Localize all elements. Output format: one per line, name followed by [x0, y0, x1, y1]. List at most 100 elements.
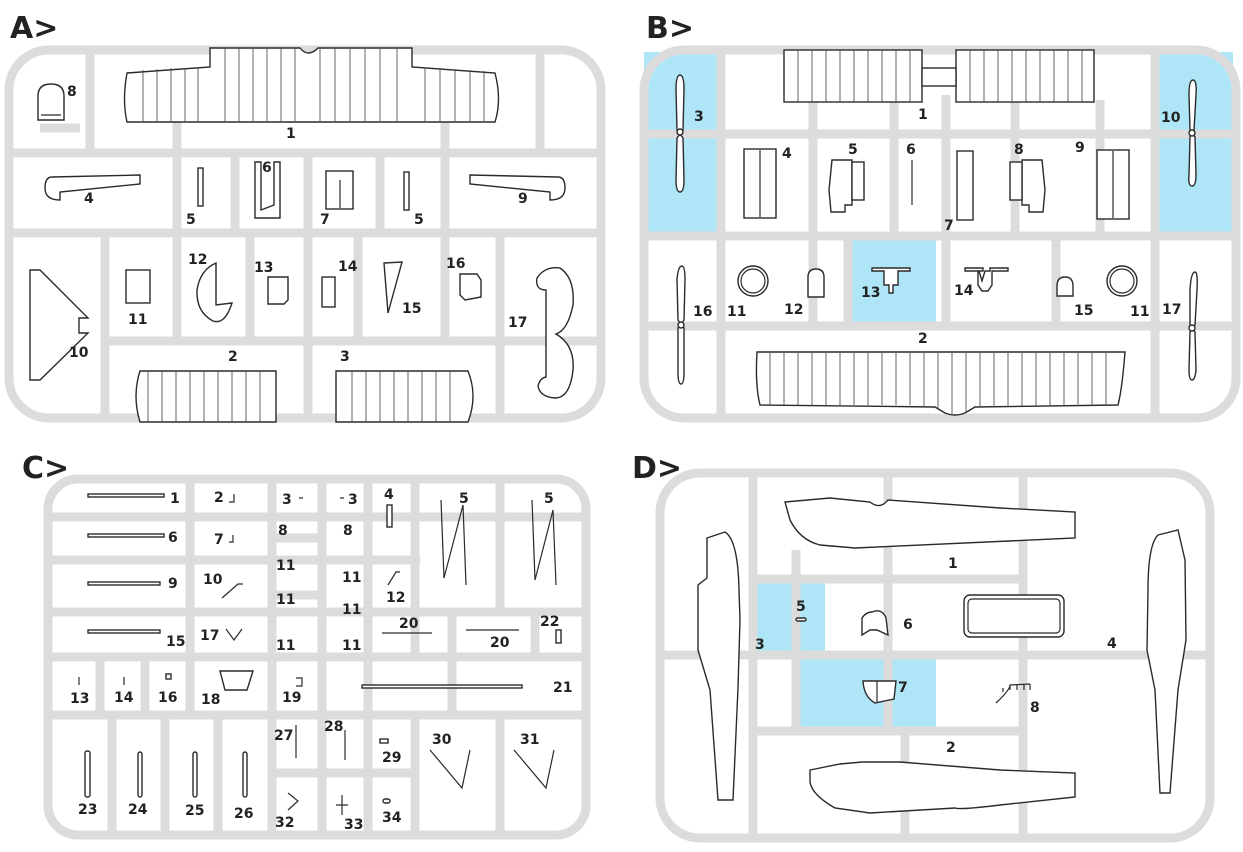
- part-d2-fuselage: [809, 761, 1076, 814]
- part-label: 7: [898, 680, 908, 696]
- part-label: 10: [203, 572, 223, 588]
- part-label: 16: [446, 256, 465, 272]
- part-label: 30: [432, 732, 452, 748]
- part-c26: [242, 751, 248, 798]
- part-label: 12: [784, 302, 803, 318]
- part-label: 5: [414, 212, 424, 228]
- part-c22: [555, 629, 562, 644]
- part-label: 28: [324, 719, 343, 735]
- sprue-b-title: B>: [646, 11, 694, 46]
- part-label: 8: [1014, 142, 1024, 158]
- part-c32: [287, 792, 299, 811]
- part-label: 5: [544, 491, 554, 507]
- part-label: 7: [320, 212, 330, 228]
- part-label: 17: [1162, 302, 1181, 318]
- part-c4: [386, 504, 393, 528]
- part-c15: [87, 629, 161, 634]
- part-label: 1: [948, 556, 958, 572]
- part-label: 17: [508, 315, 527, 331]
- part-b7: [956, 150, 974, 221]
- part-label: 1: [918, 107, 928, 123]
- part-c29: [379, 738, 389, 744]
- part-d4-fuselage: [1146, 529, 1187, 794]
- part-label: 1: [170, 491, 180, 507]
- part-label: 2: [946, 740, 956, 756]
- part-label: 13: [70, 691, 89, 707]
- part-label: 9: [1075, 140, 1085, 156]
- part-b15: [1056, 276, 1074, 297]
- part-label: 14: [114, 690, 134, 706]
- part-label: 29: [382, 750, 401, 766]
- part-a2-lower-wing-left: [135, 370, 277, 423]
- part-label: 22: [540, 614, 559, 630]
- part-label: 2: [214, 490, 224, 506]
- part-label: 4: [1107, 636, 1117, 652]
- part-label: 11: [128, 312, 147, 328]
- part-label: 6: [906, 142, 916, 158]
- part-c25: [192, 751, 198, 798]
- highlight-d5: [755, 583, 825, 653]
- part-d3-fuselage: [697, 531, 741, 801]
- part-label: 3: [348, 492, 358, 508]
- part-a12: [196, 261, 233, 323]
- part-label: 16: [158, 690, 177, 706]
- part-a15: [383, 261, 403, 314]
- part-b10-propeller: [1188, 79, 1197, 187]
- part-c5-right: [531, 499, 557, 586]
- sprue-a: A> 1 8 4 9 5 6: [4, 11, 606, 423]
- part-label: 3: [282, 492, 292, 508]
- part-a8: [37, 83, 65, 121]
- part-label: 3: [694, 109, 704, 125]
- part-label: 11: [276, 558, 295, 574]
- part-label: 14: [338, 259, 358, 275]
- part-label: 27: [274, 728, 293, 744]
- part-a10: [29, 269, 90, 381]
- part-b1-wing: [783, 49, 1095, 103]
- part-c30: [429, 749, 471, 790]
- part-a1-upper-wing: [123, 47, 500, 123]
- part-a16: [459, 273, 482, 301]
- part-label: 11: [342, 570, 361, 586]
- part-label: 25: [185, 803, 204, 819]
- part-b11-wheel-right: [1106, 265, 1138, 297]
- part-c17: [225, 628, 243, 642]
- part-c24: [137, 751, 143, 798]
- part-label: 16: [693, 304, 712, 320]
- part-label: 5: [796, 599, 806, 615]
- part-label: 4: [384, 487, 394, 503]
- part-label: 34: [382, 810, 402, 826]
- part-a9: [469, 174, 566, 201]
- part-label: 11: [342, 602, 361, 618]
- part-label: 5: [186, 212, 196, 228]
- part-b17-propeller: [1188, 271, 1198, 381]
- part-c6: [87, 533, 165, 538]
- part-label: 15: [402, 301, 421, 317]
- part-a4: [44, 174, 141, 201]
- part-label: 12: [188, 252, 207, 268]
- part-label: 13: [254, 260, 273, 276]
- part-c1: [87, 493, 165, 498]
- part-label: 6: [903, 617, 913, 633]
- part-label: 14: [954, 283, 974, 299]
- part-label: 4: [782, 146, 792, 162]
- part-c21: [361, 684, 523, 689]
- part-label: 3: [340, 349, 350, 365]
- part-c12: [387, 571, 400, 586]
- part-c10: [221, 583, 243, 599]
- part-a11: [125, 269, 151, 304]
- part-label: 11: [1130, 304, 1149, 320]
- part-d5: [795, 617, 807, 622]
- part-label: 17: [200, 628, 219, 644]
- part-label: 8: [1030, 700, 1040, 716]
- part-a5-left: [197, 167, 204, 207]
- part-label: 11: [342, 638, 361, 654]
- part-a14: [321, 276, 336, 308]
- part-c19: [296, 677, 303, 687]
- part-label: 11: [276, 638, 295, 654]
- part-d-canopy-frame: [963, 594, 1065, 638]
- part-label: 20: [399, 616, 419, 632]
- part-label: 26: [234, 806, 253, 822]
- part-d7: [862, 680, 897, 704]
- part-label: 11: [276, 592, 295, 608]
